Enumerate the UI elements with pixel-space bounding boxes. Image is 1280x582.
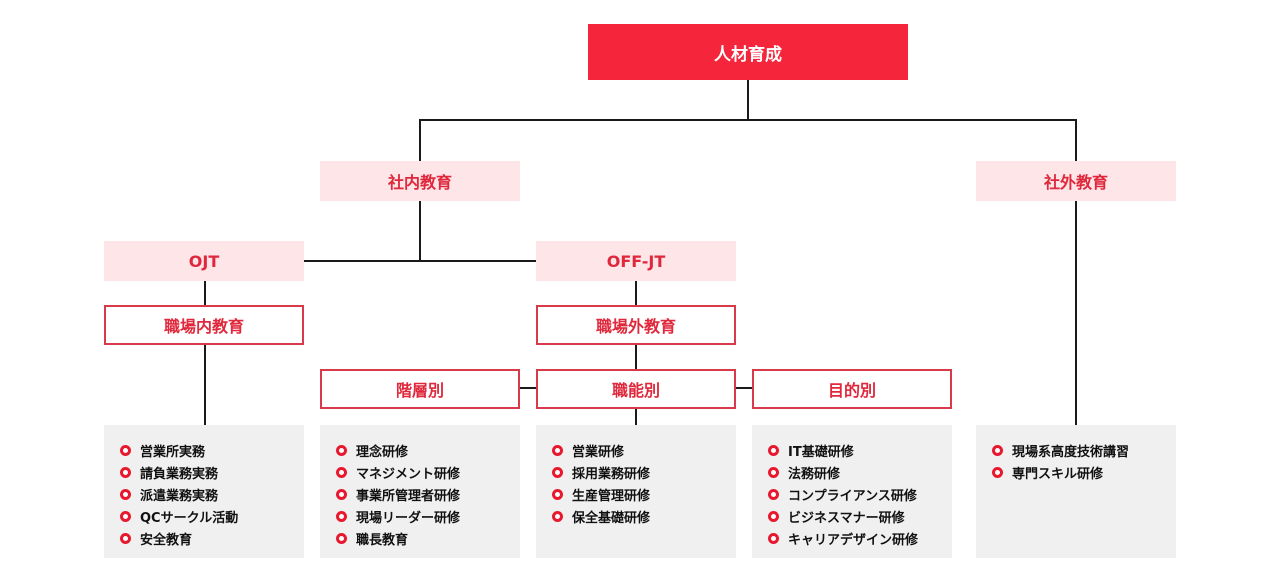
bullet-icon <box>552 466 563 478</box>
ojt-workplace-box: 職場内教育 <box>104 305 304 345</box>
bullet-icon <box>336 488 347 500</box>
list-item: ビジネスマナー研修 <box>768 505 952 527</box>
bullet-icon <box>768 444 779 456</box>
connector-internal-down <box>419 200 421 261</box>
offjt-box: OFF-JT <box>536 241 736 281</box>
bullet-icon <box>768 488 779 500</box>
bullet-icon <box>552 510 563 522</box>
connector-to-external <box>1075 119 1077 162</box>
connector-function-purpose <box>735 387 753 389</box>
level-box: 階層別 <box>320 369 520 409</box>
bullet-icon <box>120 510 131 522</box>
connector-offjt-to-sub <box>635 280 637 306</box>
connector-ojt-offjt <box>303 260 537 262</box>
list-item: 派遣業務実務 <box>120 483 304 505</box>
bullet-icon <box>336 444 347 456</box>
offjt-workplace-box: 職場外教育 <box>536 305 736 345</box>
connector-top-horizontal <box>419 119 1077 121</box>
bullet-icon <box>552 444 563 456</box>
bullet-icon <box>336 510 347 522</box>
list-item: 事業所管理者研修 <box>336 483 520 505</box>
bullet-icon <box>768 466 779 478</box>
list-item: 採用業務研修 <box>552 461 736 483</box>
list-item: キャリアデザイン研修 <box>768 527 952 549</box>
list-item: コンプライアンス研修 <box>768 483 952 505</box>
external-list: 現場系高度技術講習 専門スキル研修 <box>976 425 1176 558</box>
list-item: 営業所実務 <box>120 439 304 461</box>
bullet-icon <box>552 488 563 500</box>
list-item: 現場リーダー研修 <box>336 505 520 527</box>
list-item: 安全教育 <box>120 527 304 549</box>
list-item: 職長教育 <box>336 527 520 549</box>
list-item: IT基礎研修 <box>768 439 952 461</box>
list-item: 専門スキル研修 <box>992 461 1176 483</box>
bullet-icon <box>120 532 131 544</box>
bullet-icon <box>120 466 131 478</box>
connector-offjt-sub-to-function <box>635 344 637 370</box>
list-item: 請負業務実務 <box>120 461 304 483</box>
bullet-icon <box>992 466 1003 478</box>
list-item: QCサークル活動 <box>120 505 304 527</box>
ojt-list: 営業所実務 請負業務実務 派遣業務実務 QCサークル活動 安全教育 <box>104 425 304 558</box>
bullet-icon <box>768 532 779 544</box>
connector-level-function <box>519 387 537 389</box>
bullet-icon <box>120 444 131 456</box>
bullet-icon <box>120 488 131 500</box>
list-item: 生産管理研修 <box>552 483 736 505</box>
ojt-box: OJT <box>104 241 304 281</box>
purpose-list: IT基礎研修 法務研修 コンプライアンス研修 ビジネスマナー研修 キャリアデザイ… <box>752 425 952 558</box>
connector-root-down <box>747 79 749 120</box>
purpose-box: 目的別 <box>752 369 952 409</box>
list-item: 理念研修 <box>336 439 520 461</box>
function-box: 職能別 <box>536 369 736 409</box>
list-item: 営業研修 <box>552 439 736 461</box>
root-box: 人材育成 <box>588 24 908 80</box>
connector-external-to-list <box>1075 200 1077 426</box>
connector-to-internal <box>419 119 421 162</box>
external-education-box: 社外教育 <box>976 161 1176 201</box>
function-list: 営業研修 採用業務研修 生産管理研修 保全基礎研修 <box>536 425 736 558</box>
list-item: 法務研修 <box>768 461 952 483</box>
list-item: 現場系高度技術講習 <box>992 439 1176 461</box>
connector-ojt-sub-to-list <box>204 344 206 426</box>
connector-ojt-to-sub <box>204 280 206 306</box>
internal-education-box: 社内教育 <box>320 161 520 201</box>
connector-function-to-list <box>635 408 637 426</box>
bullet-icon <box>336 532 347 544</box>
bullet-icon <box>768 510 779 522</box>
level-list: 理念研修 マネジメント研修 事業所管理者研修 現場リーダー研修 職長教育 <box>320 425 520 558</box>
bullet-icon <box>992 444 1003 456</box>
bullet-icon <box>336 466 347 478</box>
list-item: マネジメント研修 <box>336 461 520 483</box>
list-item: 保全基礎研修 <box>552 505 736 527</box>
